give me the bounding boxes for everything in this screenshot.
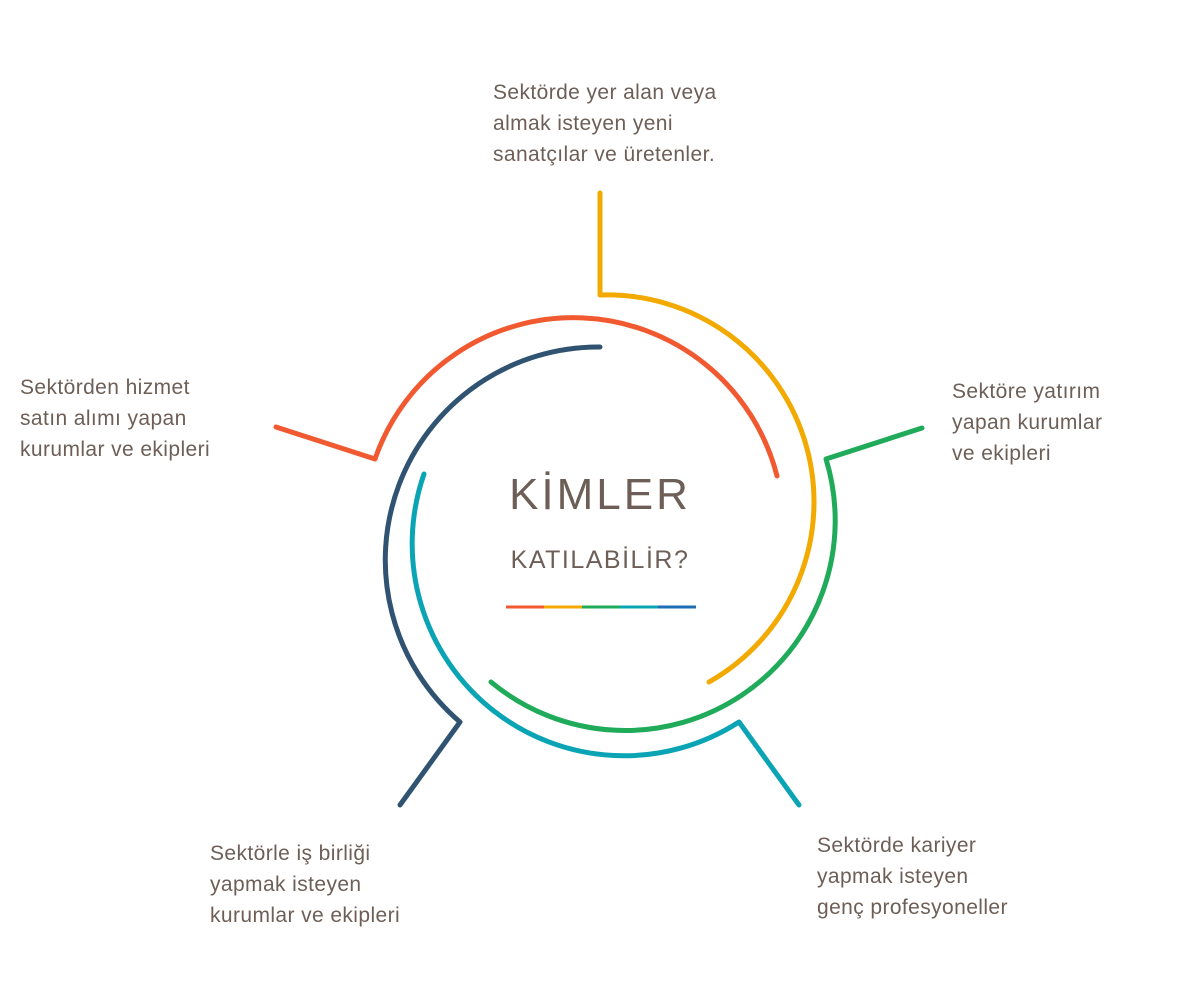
arc-service-buyers — [273, 315, 780, 479]
label-service-buyers: Sektörden hizmet satın alımı yapan kurum… — [20, 376, 211, 461]
arc-collaborators — [382, 344, 603, 808]
arc-young-professionals — [409, 471, 802, 808]
arc-investors — [488, 425, 925, 733]
label-new-artists: Sektörde yer alan veya almak isteyen yen… — [493, 81, 717, 166]
title-sub: KATILABİLİR? — [510, 546, 690, 574]
label-collaborators: Sektörle iş birliği yapmak isteyen kurum… — [210, 842, 401, 927]
label-investors: Sektöre yatırım yapan kurumlar ve ekiple… — [952, 380, 1103, 465]
arc-new-artists — [597, 190, 817, 685]
title-main: KİMLER — [509, 470, 691, 519]
label-young-professionals: Sektörde kariyer yapmak isteyen genç pro… — [817, 834, 1008, 919]
